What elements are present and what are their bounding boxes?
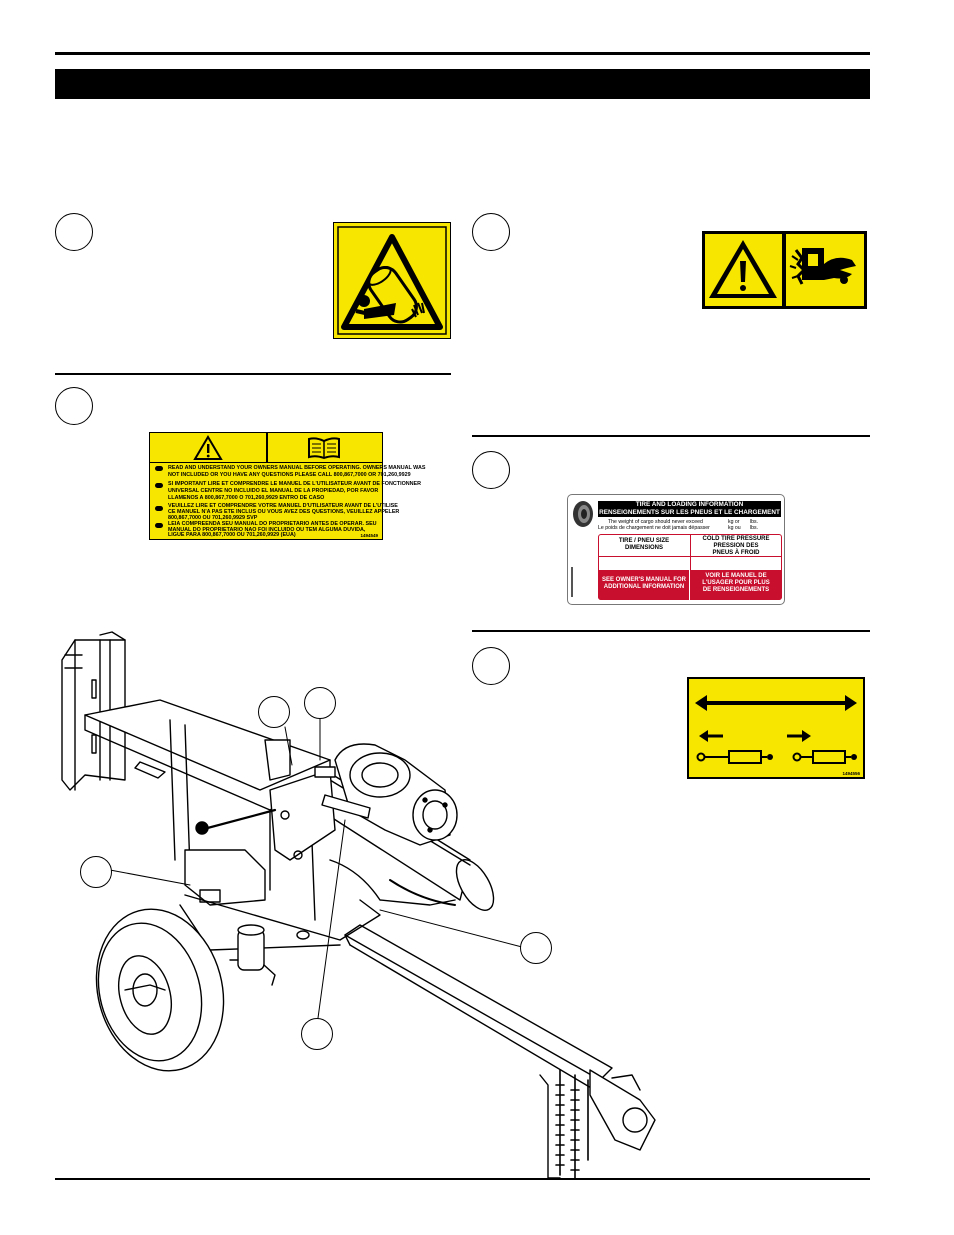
see-manual-fr: VOIR LE MANUEL DE L'USAGER POUR PLUS DE … [702,573,770,593]
tire-side-mark [571,567,573,597]
tire-header-en: TIRE AND LOADING INFORMATION [635,501,744,508]
tire-icon [573,501,593,527]
unit-kg-1: kg or [728,519,740,525]
wheel [95,908,225,1072]
lang-bullet-pt [155,523,163,528]
tire-size-heading: TIRE / PNEU SIZE DIMENSIONS [618,538,670,551]
manual-text-line: 800,867,7000 OU 701,260,9929 SVP [168,515,258,521]
manual-text-line: LLAMENOS A 800,867,7000 O 701,260,9929 E… [168,495,325,501]
manual-decal-header [150,433,382,463]
callout-leaders [109,715,523,1019]
manual-text-line: READ AND UNDERSTAND YOUR OWNERS MANUAL B… [168,465,426,471]
callout-circle-3 [55,387,93,425]
engine [334,743,458,846]
unit-lbs-2: lbs. [750,525,759,531]
manual-text-line: SI IMPORTANT LIRE ET COMPRENDRE LE MANUE… [168,481,422,487]
jack-stand [539,1074,561,1179]
tire-table-hdivider [599,556,781,557]
cylinder-extend-icon [792,750,857,764]
shaft-guard-decal [333,222,451,339]
diagram-callout-a [258,696,290,728]
oil-filter [229,924,276,986]
left-arrow-icon [699,730,723,742]
warning-triangle-icon [193,435,223,460]
diagram-callout-c [80,856,112,888]
unit-lbs-1: lbs. [750,519,759,525]
safety-chain [555,1069,589,1179]
weight-line-fr: Le poids de chargement ne doit jamais dé… [598,525,710,531]
tire-pressure-heading: COLD TIRE PRESSURE PRESSION DES PNEUS À … [702,536,770,556]
open-book-icon [308,437,340,460]
lang-bullet-fr [155,506,163,511]
manual-text-line: MANUAL DO PROPRIETARIO NAO FOI INCLUIDO … [168,527,366,533]
manual-text-line: VEUILLEZ LIRE ET COMPRENDRE VOTRE MANUEL… [168,503,398,509]
diagram-callout-e [301,1018,333,1050]
tire-header-fr: RENSEIGNEMENTS SUR LES PNEUS ET LE CHARG… [599,509,780,516]
top-rule [55,52,870,55]
manual-text-line: LIGUE PARA 800,867,7000 OU 701,260,9929 … [168,532,296,538]
tire-footer-divider [689,570,690,600]
manual-text-line: UNIVERSAL CENTRE NO INCLUIDO EL MANUAL D… [168,488,379,494]
crush-warning-panel [705,234,782,306]
tire-label-header: TIRE AND LOADING INFORMATION RENSEIGNEME… [598,501,781,517]
weight-line-en: The weight of cargo should never exceed [608,519,703,525]
callout-circle-5 [472,647,510,685]
tire-loading-decal: TIRE AND LOADING INFORMATION RENSEIGNEME… [567,494,785,605]
control-valve [195,739,371,861]
chassis [179,849,456,951]
warning-triangle-icon [709,240,777,298]
manual-text-line: LEIA COMPREENDA SEU MANUAL DO PROPRIETAR… [168,521,377,527]
bottom-rule [55,1178,870,1180]
tow-tongue [344,924,656,1151]
tire-footer-band [598,570,782,600]
hydraulic-cylinder [319,769,495,911]
divider-left-top [55,373,451,375]
cylinder-retract-icon [696,750,773,764]
right-arrow-icon [787,730,811,742]
manual-text-line: CE MANUEL N'A PAS ETE INCLUS OU VOUS AVE… [168,509,400,515]
diagram-callout-b [304,687,336,719]
crush-hand-panel [786,234,864,306]
valve-decal-code: 1494556 [842,771,860,776]
valve-direction-decal: 1494556 [687,677,865,779]
lang-bullet-en [155,466,163,471]
unit-kg-2: kg ou [728,525,741,531]
callout-circle-1 [55,213,93,251]
see-manual-en: SEE OWNER'S MANUAL FOR ADDITIONAL INFORM… [602,577,686,590]
rotating-shaft-entanglement-icon [337,226,447,335]
crush-hazard-decal [702,231,867,309]
hand-crush-icon [789,248,856,285]
read-manual-decal: READ AND UNDERSTAND YOUR OWNERS MANUAL B… [149,432,425,540]
double-arrow-icon [695,695,857,711]
manual-header-divider [266,433,268,462]
divider-right-1 [472,435,870,437]
lang-bullet-es [155,483,163,488]
section-header-bar [55,69,870,99]
divider-right-2 [472,630,870,632]
manual-decal-code: 1494549 [360,533,378,538]
manual-text-line: NOT INCLUDED OR YOU HAVE ANY QUESTIONS P… [168,472,411,478]
callout-circle-2 [472,213,510,251]
tire-table-vdivider [690,535,691,570]
diagram-callout-d [520,932,552,964]
callout-circle-4 [472,451,510,489]
